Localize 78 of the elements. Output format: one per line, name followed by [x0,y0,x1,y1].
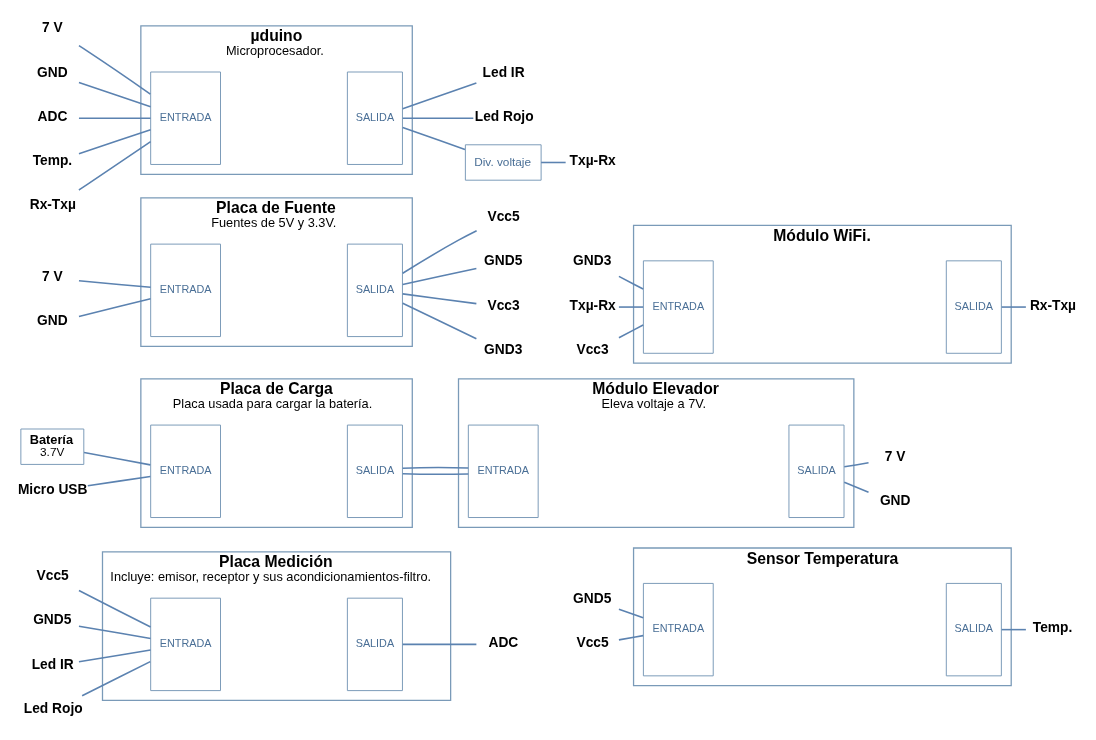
node-text: Temp. [32,153,73,169]
node-text: ADC [37,108,68,124]
connector [81,660,152,697]
connector [1000,628,1027,631]
node-text: GND5 [484,253,523,269]
node-text: GND [37,313,68,329]
connector [78,117,152,120]
node-box: ENTRADA [642,260,714,354]
connector [78,589,152,628]
node-text: GND [879,493,911,509]
connector [401,82,478,110]
connector [78,280,152,289]
connector [401,302,478,340]
node-box: ENTRADA [467,424,539,518]
connector [78,625,152,640]
connector [618,306,644,308]
connector [618,608,644,619]
connector [401,117,475,120]
node-box: Batería 3.7V [20,428,85,465]
node-text: Led Rojo [474,108,534,124]
node-box: ENTRADA [150,243,221,338]
connector [618,634,644,641]
node-text: Vcc3 [487,297,520,313]
node-text: GND5 [33,612,72,628]
connector [78,297,152,318]
connector [401,643,478,646]
connector [78,128,152,155]
node-box: SALIDA [945,582,1002,677]
connector [401,267,478,286]
connector [618,324,644,339]
connector [401,293,478,305]
node-text: Vcc3 [576,341,609,357]
node-box: SALIDA [346,424,403,518]
node-text: 7 V [884,449,906,465]
node-box: ENTRADA [150,597,221,692]
node-box: Div. voltaje [464,144,542,181]
node-text: Txµ-Rx [569,297,616,313]
connector [540,161,567,164]
node-text: GND3 [484,341,523,357]
node-box: SALIDA [346,243,403,338]
node-text: Temp. [1032,620,1073,636]
node-text: GND5 [573,590,612,606]
node-box: ENTRADA [150,71,221,165]
connector [78,44,152,95]
node-box: SALIDA [788,424,845,518]
node-text: Vcc5 [576,635,609,651]
node-box: SALIDA [945,260,1002,354]
connector [83,451,152,466]
node-text: Rx-Txµ [29,197,76,213]
connector [401,229,478,275]
node-text: 7 V [42,20,63,36]
node-text: Vcc5 [36,568,69,584]
node-text: Micro USB [17,481,88,497]
connector [401,126,466,151]
connector [87,475,152,487]
connector [1000,306,1027,308]
node-text: ADC [488,635,519,651]
connector [78,140,152,191]
node-text: Led Rojo [23,700,83,716]
connector [401,466,470,469]
connector [401,472,470,476]
node-text: GND [37,64,68,80]
node-box: ENTRADA [642,582,714,677]
node-text: GND3 [573,253,612,269]
node-text: Led IR [31,656,74,672]
node-box: ENTRADA [150,424,221,518]
node-box: SALIDA [346,71,403,165]
connector [78,649,152,663]
connector [78,81,152,108]
node-text: Vcc5 [487,209,520,225]
node-text: Txµ-Rx [569,153,616,169]
connector [843,481,870,494]
node-text: Led IR [482,64,525,80]
node-text: 7 V [42,269,63,285]
connector [618,275,644,290]
node-box: SALIDA [346,597,403,692]
node-text: Rx-Txµ [1029,297,1077,313]
connector [843,462,870,468]
